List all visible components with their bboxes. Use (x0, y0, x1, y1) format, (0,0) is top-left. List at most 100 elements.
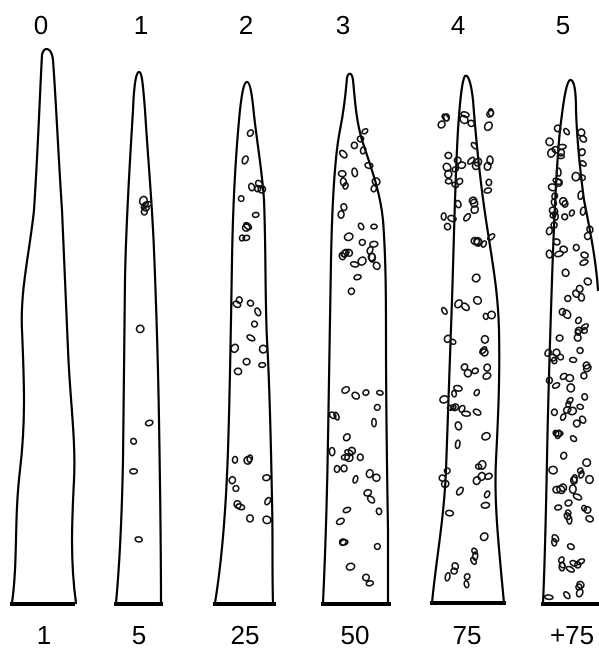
lesion-spot (471, 367, 479, 374)
lesion-spot (246, 129, 254, 138)
lesion-spot (342, 182, 349, 190)
lesion-spot (242, 235, 250, 242)
lesion-spot (580, 372, 587, 379)
lesion-spot (455, 440, 461, 449)
lesion-spot (567, 543, 576, 551)
leaf-stage-3 (321, 74, 391, 604)
lesion-spot (362, 389, 370, 397)
lesion-spot (444, 572, 450, 581)
lesion-spot (376, 508, 382, 515)
lesion-spot (583, 459, 591, 467)
leaf-stage-1 (114, 72, 163, 604)
leaf-stage-0 (10, 49, 76, 604)
lesion-spot (562, 309, 573, 320)
lesion-spot (347, 287, 356, 296)
lesion-spot (554, 504, 562, 510)
lesion-spot (342, 433, 351, 443)
lesion-spot (338, 149, 348, 159)
lesion-spot (484, 472, 493, 480)
lesion-spot (544, 595, 553, 600)
lesion-spot (371, 185, 377, 192)
lesion-spot (264, 497, 272, 506)
lesion-spot (372, 418, 377, 426)
lesion-spot (252, 212, 259, 218)
lesion-spot (353, 274, 361, 280)
lesion-spot (238, 195, 244, 201)
lesion-spot (567, 384, 575, 392)
lesion-spot (546, 147, 556, 158)
count-label-5: +75 (550, 622, 594, 648)
lesion-spot (361, 128, 369, 135)
leaf-outline-3 (323, 74, 388, 603)
lesion-spot (336, 517, 346, 526)
lesion-spot (228, 476, 236, 484)
lesion-spot (479, 346, 488, 355)
lesion-spot (548, 466, 557, 475)
lesion-spot (544, 348, 553, 357)
lesion-spot (370, 241, 379, 247)
lesion-spot (439, 475, 446, 482)
lesion-spot (334, 465, 340, 472)
lesion-spot (371, 224, 377, 229)
lesion-spot (248, 183, 256, 192)
lesion-spot (580, 207, 586, 216)
lesion-spot (481, 502, 490, 509)
lesion-spot (365, 162, 374, 169)
lesion-spot (572, 172, 580, 180)
lesion-spot (351, 142, 357, 149)
lesion-spot (472, 476, 481, 486)
lesion-spot (445, 179, 452, 184)
lesion-spot (441, 307, 449, 316)
lesion-spot (546, 250, 553, 259)
lesion-spot (262, 474, 270, 481)
lesion-spot (445, 510, 453, 516)
lesion-spot (351, 391, 361, 401)
lesion-spot (451, 568, 458, 574)
lesion-spot (254, 307, 262, 316)
lesion-spot (357, 454, 364, 461)
lesion-spot (463, 213, 472, 223)
leaf-outline-0 (12, 49, 76, 603)
lesion-spot (569, 435, 577, 443)
lesion-spot (457, 161, 466, 169)
leaf-outline-5 (543, 80, 598, 603)
lesion-spot (259, 362, 266, 367)
lesion-spot (557, 353, 565, 361)
lesion-spot (246, 334, 256, 342)
lesion-spot (135, 536, 143, 542)
count-label-4: 75 (453, 622, 482, 648)
lesion-spot (576, 347, 584, 355)
lesion-spot (579, 259, 589, 267)
lesion-spot (552, 348, 560, 356)
count-label-1: 5 (132, 622, 146, 648)
lesion-spot (563, 406, 572, 414)
lesion-spot (483, 490, 490, 498)
lesion-spot (482, 372, 492, 381)
leaf-outline-2 (215, 82, 273, 603)
lesion-spot (585, 515, 594, 523)
lesion-spot (373, 542, 381, 550)
lesion-spot (463, 573, 471, 581)
lesion-spot (471, 237, 480, 245)
lesion-spot (577, 404, 584, 410)
lesion-spot (560, 451, 568, 459)
lesion-spot (585, 475, 593, 483)
lesion-spot (441, 213, 446, 220)
lesion-spot (581, 393, 588, 401)
lesion-spot (577, 191, 583, 200)
lesion-spot (556, 168, 561, 176)
lesion-spot (564, 294, 572, 302)
lesion-spot (486, 179, 492, 185)
lesion-spot (563, 127, 571, 135)
lesion-spot (243, 221, 253, 231)
lesion-spot (561, 268, 570, 277)
lesion-spot (583, 277, 593, 287)
lesion-spot (464, 580, 470, 588)
count-label-2: 25 (231, 622, 260, 648)
count-label-3: 50 (341, 622, 370, 648)
lesion-spot (460, 111, 469, 118)
lesion-spot (443, 467, 451, 475)
lesion-spot (352, 475, 359, 484)
lesion-spot (251, 320, 258, 327)
lesion-spot (545, 137, 555, 147)
